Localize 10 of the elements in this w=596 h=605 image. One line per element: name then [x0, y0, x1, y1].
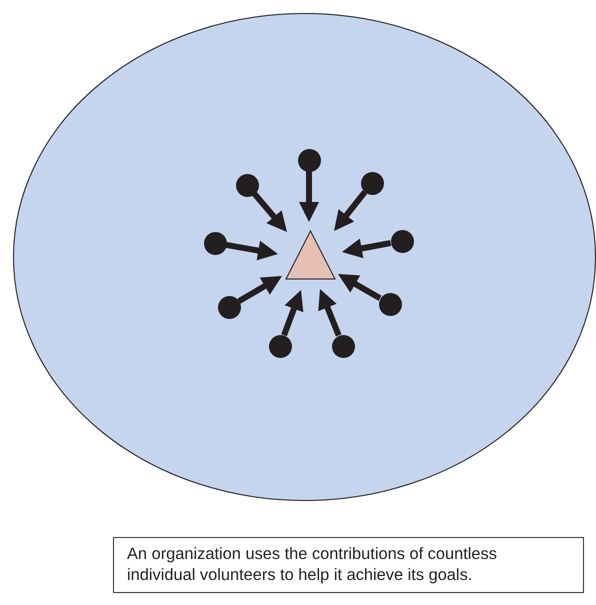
arrow — [338, 274, 382, 301]
arrow — [226, 240, 278, 260]
arrow — [299, 172, 319, 222]
arrow — [318, 289, 342, 336]
arrow — [334, 190, 368, 231]
caption: An organization uses the contributions of countless individual volunteers to help it achieve its goals. — [113, 537, 584, 593]
arrow — [342, 238, 392, 258]
arrow — [252, 192, 287, 232]
arrow — [281, 290, 304, 336]
arrow — [237, 276, 282, 304]
